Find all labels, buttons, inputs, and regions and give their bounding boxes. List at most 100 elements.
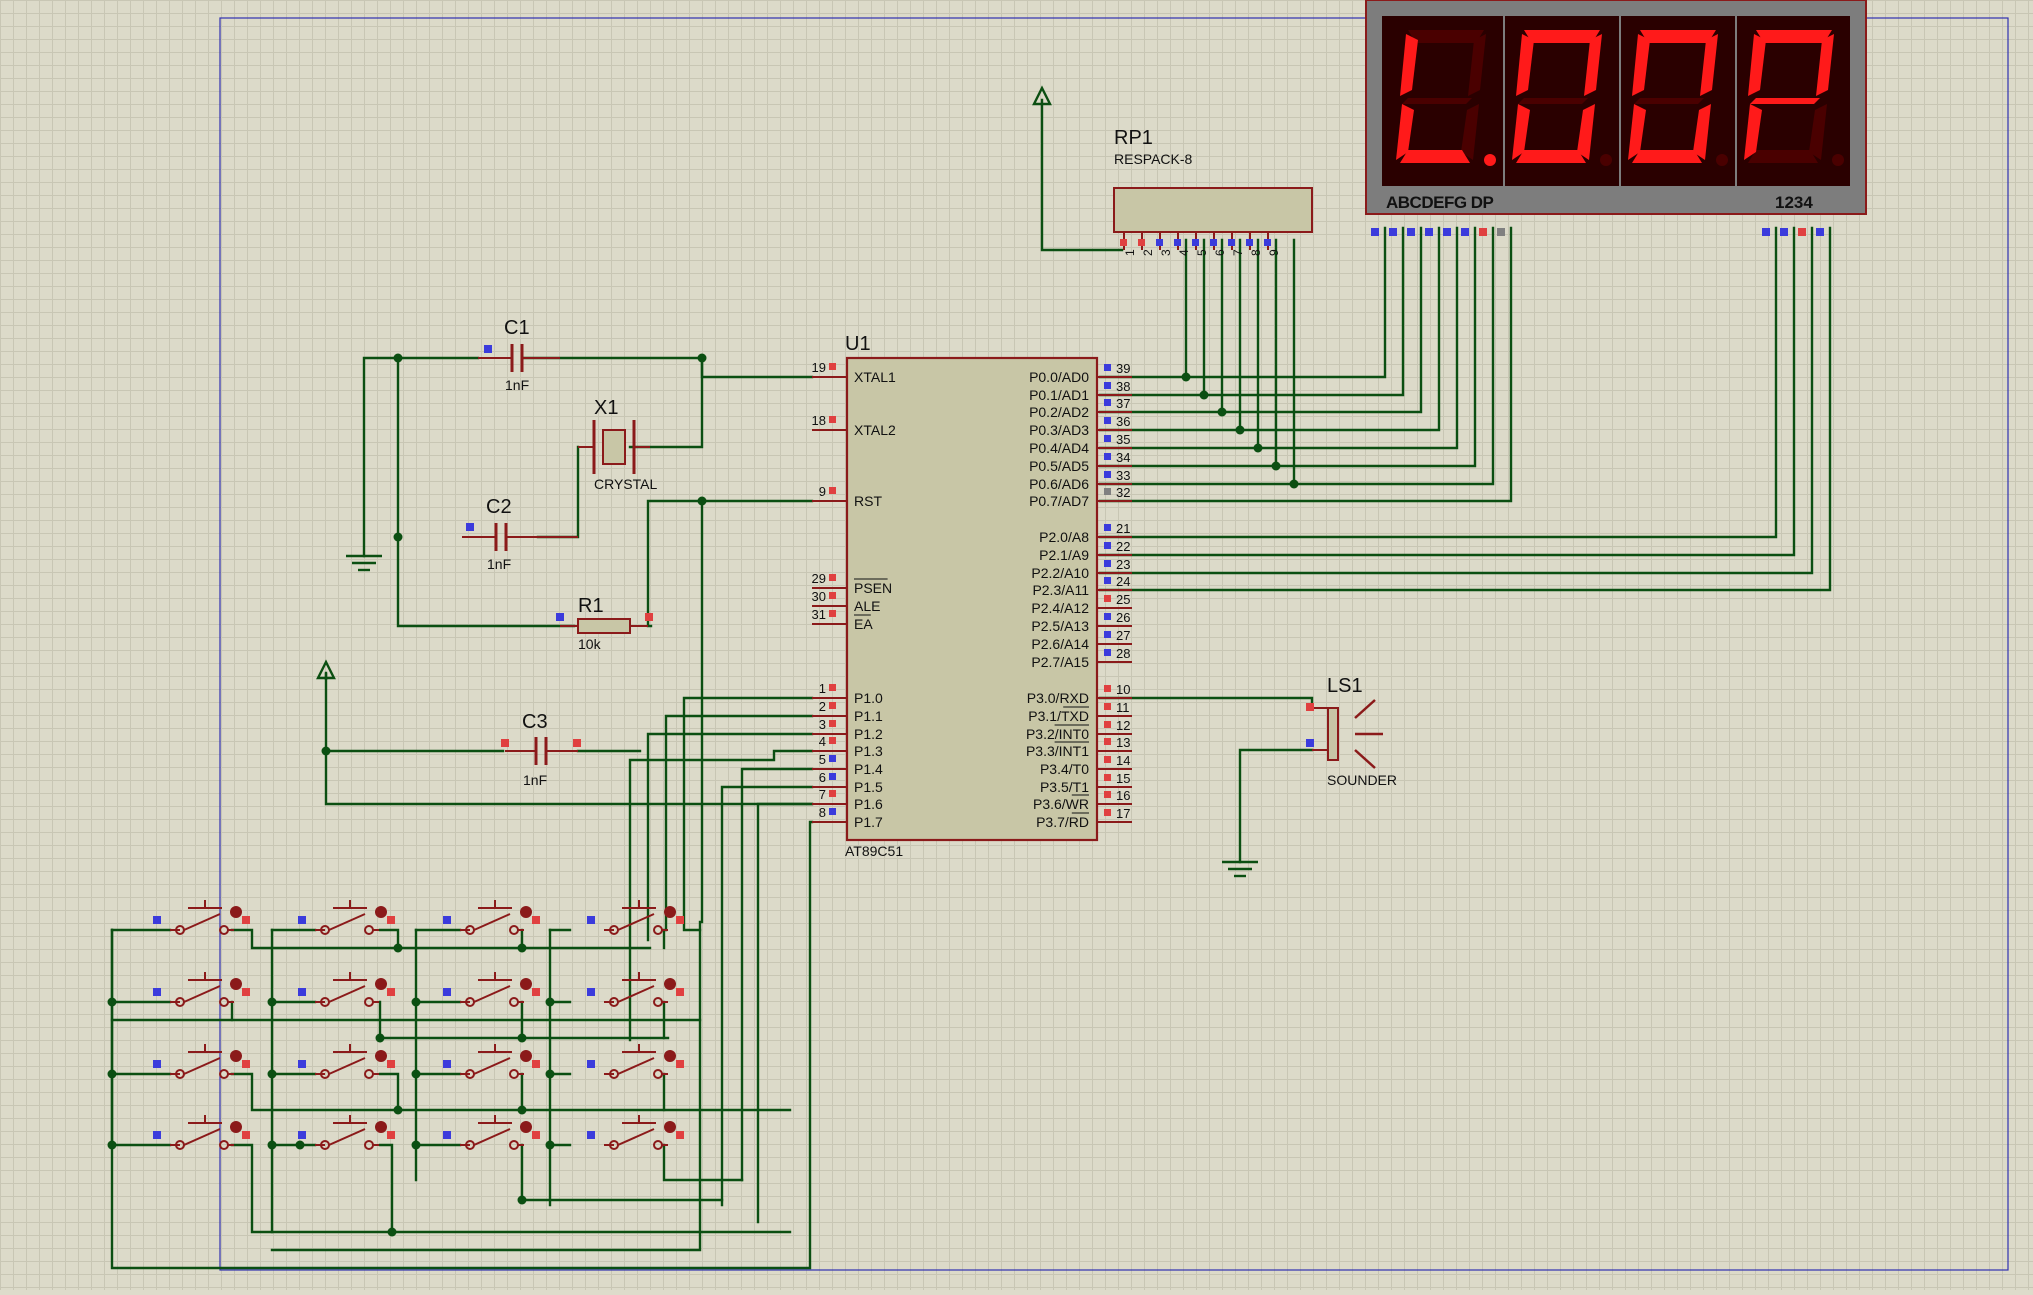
segment-e xyxy=(1628,104,1646,160)
mcu-pin-name: P2.7/A15 xyxy=(1031,654,1089,670)
mcu-pin-name: P2.1/A9 xyxy=(1039,547,1089,563)
segment-f xyxy=(1632,34,1650,96)
capacitor-c1[interactable]: C1 1nF xyxy=(478,317,560,393)
power-arrow-rp1 xyxy=(1032,85,1052,106)
mcu-pin-name: P1.2 xyxy=(854,726,883,742)
keypad-switch[interactable] xyxy=(153,900,250,935)
switch-contact xyxy=(364,1069,374,1079)
rp1-pin-marker xyxy=(1174,239,1181,246)
keypad-switch[interactable] xyxy=(587,972,684,1007)
keypad-switch[interactable] xyxy=(587,1115,684,1150)
mcu-pin-name: P0.0/AD0 xyxy=(1029,369,1089,385)
segment-c xyxy=(1461,104,1479,160)
switch-button-dot xyxy=(230,906,242,918)
switch-lever xyxy=(328,913,366,931)
mcu-ref: U1 xyxy=(845,333,871,355)
c2-value: 1nF xyxy=(487,556,511,572)
mcu-pin-marker xyxy=(1104,774,1111,781)
mcu-pin-name: P3.6/WR xyxy=(1033,796,1089,812)
display-segment-pin xyxy=(1425,228,1433,236)
switch-pin-marker xyxy=(587,1060,595,1068)
seven-segment-display[interactable]: ABCDEFG DP 1234 xyxy=(1365,0,1867,236)
keypad-matrix[interactable] xyxy=(153,900,684,1150)
mcu-pin-name: P0.3/AD3 xyxy=(1029,422,1089,438)
mcu-pin-name: ALE xyxy=(854,598,880,614)
switch-pin-marker xyxy=(242,916,250,924)
rp1-pin-marker xyxy=(1192,239,1199,246)
keypad-switch[interactable] xyxy=(587,1044,684,1079)
mcu-pin-marker xyxy=(1104,488,1111,495)
sheet-border xyxy=(219,17,2009,1271)
switch-lever xyxy=(328,1128,366,1146)
c3-value: 1nF xyxy=(523,772,547,788)
rp1-pin-marker xyxy=(1246,239,1253,246)
mcu-pin-number: 13 xyxy=(1116,735,1130,750)
mcu-pin-marker xyxy=(1104,721,1111,728)
mcu-pin-name: RST xyxy=(854,493,882,509)
mcu-u1[interactable]: U1 AT89C51 19XTAL118XTAL29RST29PSEN30ALE… xyxy=(812,333,1132,859)
mcu-pin-name: XTAL1 xyxy=(854,369,896,385)
mcu-pin-marker xyxy=(829,755,836,762)
switch-pin-marker xyxy=(587,1131,595,1139)
mcu-pin-marker xyxy=(1104,399,1111,406)
mcu-pin-number: 1 xyxy=(819,681,826,696)
keypad-switch[interactable] xyxy=(153,1115,250,1150)
keypad-switch[interactable] xyxy=(298,900,395,935)
resistor-r1[interactable]: R1 10k xyxy=(556,595,653,652)
display-digits xyxy=(1396,16,1844,186)
mcu-pin-name: P3.3/INT1 xyxy=(1026,743,1089,759)
mcu-pin-name: EA xyxy=(854,616,873,632)
mcu-pin-marker xyxy=(1104,560,1111,567)
capacitor-c3[interactable]: C3 1nF xyxy=(501,711,581,788)
switch-button-dot xyxy=(664,1050,676,1062)
wires xyxy=(110,98,1832,1270)
mcu-pin-number: 12 xyxy=(1116,718,1130,733)
mcu-pin-name: P2.0/A8 xyxy=(1039,529,1089,545)
switch-lever xyxy=(617,985,655,1003)
keypad-switch[interactable] xyxy=(153,1044,250,1079)
mcu-pin-number: 39 xyxy=(1116,361,1130,376)
x1-value: CRYSTAL xyxy=(594,476,657,492)
keypad-switch[interactable] xyxy=(298,1044,395,1079)
mcu-pin-name: P0.2/AD2 xyxy=(1029,404,1089,420)
keypad-switch[interactable] xyxy=(443,1115,540,1150)
keypad-switch[interactable] xyxy=(298,972,395,1007)
mcu-pin-marker xyxy=(829,808,836,815)
display-digit-pin xyxy=(1798,228,1806,236)
mcu-pin-number: 2 xyxy=(819,699,826,714)
rp1-pin-number: 3 xyxy=(1159,249,1173,256)
switch-button-dot xyxy=(230,1121,242,1133)
switch-pin-marker xyxy=(587,916,595,924)
keypad-switch[interactable] xyxy=(587,900,684,935)
switch-pin-marker xyxy=(587,988,595,996)
segment-e xyxy=(1396,104,1414,160)
keypad-switch[interactable] xyxy=(443,900,540,935)
mcu-pin-marker xyxy=(1104,577,1111,584)
ground-symbol-sounder xyxy=(1222,860,1258,878)
keypad-switch[interactable] xyxy=(153,972,250,1007)
mcu-pin-marker xyxy=(829,610,836,617)
segment-g xyxy=(1518,98,1588,104)
switch-pin-marker xyxy=(153,988,161,996)
switch-contact xyxy=(364,997,374,1007)
segment-d xyxy=(1748,150,1818,163)
keypad-switch[interactable] xyxy=(443,972,540,1007)
capacitor-c2[interactable]: C2 1nF xyxy=(462,496,578,572)
sounder-ls1[interactable]: LS1 SOUNDER xyxy=(1306,675,1397,788)
display-segment-pin xyxy=(1407,228,1415,236)
keypad-switch[interactable] xyxy=(298,1115,395,1150)
switch-pin-marker xyxy=(242,988,250,996)
switch-pin-marker xyxy=(532,1131,540,1139)
switch-contact xyxy=(653,1140,663,1150)
mcu-pin-number: 5 xyxy=(819,752,826,767)
segment-d xyxy=(1632,150,1702,163)
crystal-x1[interactable]: X1 CRYSTAL xyxy=(578,397,657,492)
display-segment-pin xyxy=(1461,228,1469,236)
keypad-switch[interactable] xyxy=(443,1044,540,1079)
segment-c xyxy=(1809,104,1827,160)
mcu-pin-name: P2.2/A10 xyxy=(1031,565,1089,581)
mcu-pin-number: 31 xyxy=(812,607,826,622)
